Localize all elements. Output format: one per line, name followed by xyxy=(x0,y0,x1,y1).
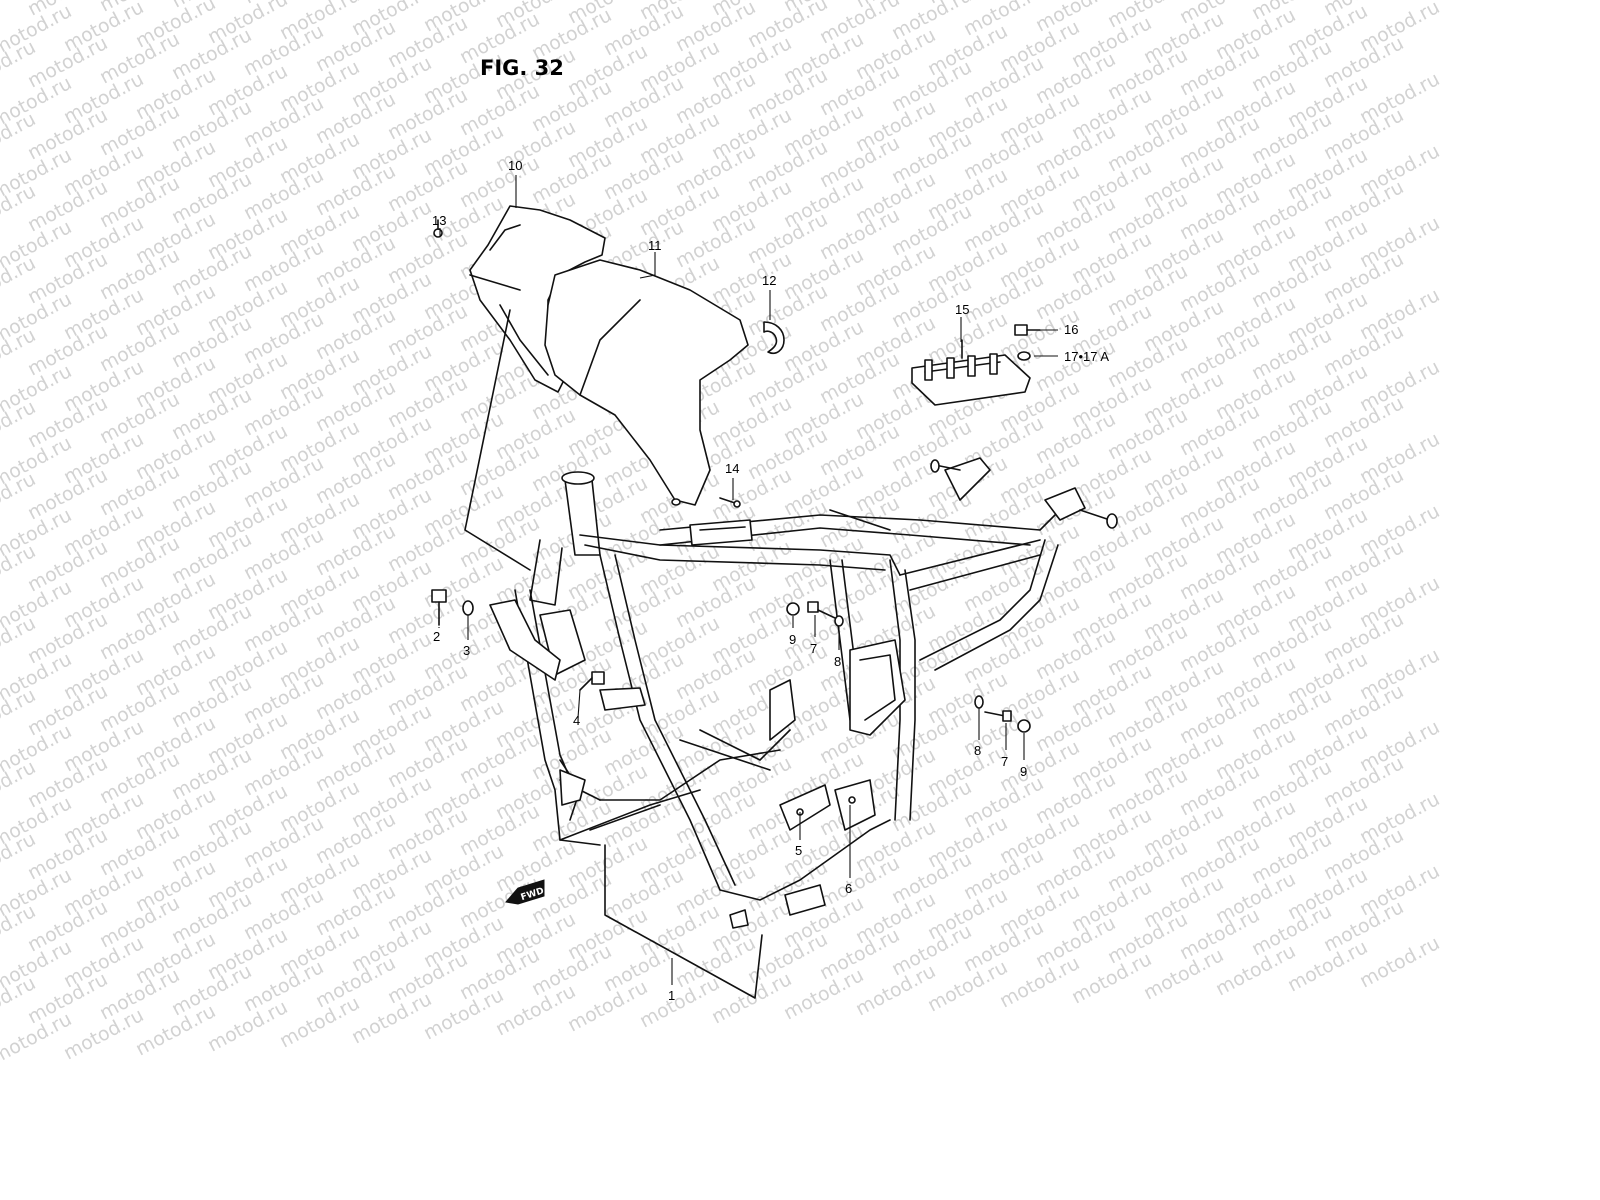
part-4-bolt xyxy=(579,671,605,691)
part-15-bracket xyxy=(911,339,1031,406)
callout-8-right: 8 xyxy=(974,743,981,758)
callout-17: 17•17 A xyxy=(1064,349,1109,364)
part-7-bolt-right xyxy=(984,710,1012,722)
callout-5: 5 xyxy=(795,843,802,858)
leader-lines xyxy=(438,175,1058,878)
part-7-bolt-left xyxy=(807,601,836,619)
callout-3: 3 xyxy=(463,643,470,658)
part-17-washer xyxy=(1017,351,1031,361)
watermark-text: motod.ru xyxy=(1356,932,1443,992)
part-11-cover-right xyxy=(544,259,749,506)
figure-title: FIG. 32 xyxy=(480,56,564,80)
frame-cover-group xyxy=(433,205,785,571)
part-8-washer-left xyxy=(834,615,844,627)
callout-2: 2 xyxy=(433,629,440,644)
callout-8-left: 8 xyxy=(834,654,841,669)
part-3-washer xyxy=(462,600,474,616)
callout-10: 10 xyxy=(508,158,522,173)
callout-7-right: 7 xyxy=(1001,754,1008,769)
frame-assembly xyxy=(489,457,1118,999)
part-9-nut-left xyxy=(786,602,800,616)
part-9-nut-right xyxy=(1017,719,1031,733)
callout-7-left: 7 xyxy=(810,641,817,656)
callout-14: 14 xyxy=(725,461,739,476)
part-13-screw xyxy=(433,228,443,238)
part-8-washer-right xyxy=(974,695,984,709)
part-2-bolt xyxy=(431,589,447,626)
callout-11: 11 xyxy=(648,238,662,253)
callout-4: 4 xyxy=(573,713,580,728)
part-12-clip xyxy=(763,321,785,355)
callout-1: 1 xyxy=(668,988,675,1003)
callout-15: 15 xyxy=(955,302,969,317)
callout-9-left: 9 xyxy=(789,632,796,647)
callout-16: 16 xyxy=(1064,322,1078,337)
callout-labels: 10 13 11 12 14 15 16 17•17 A 2 3 4 9 7 8… xyxy=(432,158,1109,1003)
callout-9-right: 9 xyxy=(1020,764,1027,779)
part-14-screw xyxy=(719,497,736,504)
callout-12: 12 xyxy=(762,273,776,288)
callout-13: 13 xyxy=(432,213,446,228)
callout-6: 6 xyxy=(845,881,852,896)
